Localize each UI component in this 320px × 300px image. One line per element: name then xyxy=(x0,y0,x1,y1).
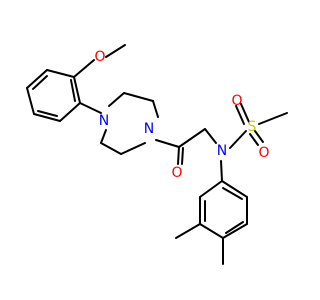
ring-bond xyxy=(33,113,61,122)
sulfonyl-oxygen-bottom-bond xyxy=(249,133,259,146)
nitrogen-sulfur-bond xyxy=(229,130,247,149)
piperazine-bond xyxy=(123,92,154,102)
sulfonyl-oxygen-top-label: O xyxy=(231,93,242,109)
ring-bond xyxy=(199,180,223,198)
sulfonyl-oxygen-top-bond xyxy=(235,105,245,125)
ring-methyl-left-bond xyxy=(175,223,201,239)
ring-inner-bond xyxy=(37,110,58,117)
sulfonyl-oxygen-bottom-double-bond xyxy=(254,130,264,143)
piperazine-bond xyxy=(100,129,107,144)
amide-bond xyxy=(155,139,180,148)
ring-bond xyxy=(59,102,81,122)
ring-bond xyxy=(46,69,75,78)
methoxy-oxygen-label: O xyxy=(94,49,105,65)
methylene-nitrogen-bond xyxy=(204,128,217,144)
sulfonamide-nitrogen-label: N xyxy=(217,143,227,159)
ring-inner-bond xyxy=(70,79,76,102)
ring-inner-bond xyxy=(225,221,244,234)
sulfonyl-oxygen-bottom-label: O xyxy=(258,145,269,161)
ring-bond xyxy=(199,223,224,239)
ring-bond xyxy=(26,87,35,115)
methoxy-methyl-bond xyxy=(105,44,126,58)
ring-bond xyxy=(73,76,81,104)
sulfur-methyl-bond xyxy=(258,112,288,125)
dimethylphenyl-ring xyxy=(199,180,248,239)
piperazine-bond xyxy=(120,142,146,155)
piperazine-nitrogen-aryl-label: N xyxy=(99,113,109,129)
molecule-structure: O N N O N S O O xyxy=(26,44,288,265)
ring-bond xyxy=(26,69,48,89)
nitrogen-aryl-bond xyxy=(220,160,223,182)
aryl-piperazine-bond xyxy=(79,102,102,114)
aryl-methoxy-bond xyxy=(73,59,95,78)
sulfur-label: S xyxy=(248,119,257,135)
piperazine-bond xyxy=(152,100,159,118)
carbonyl-double-bond xyxy=(181,147,184,165)
carbonyl-oxygen-label: O xyxy=(171,165,182,181)
carbonyl-bond xyxy=(177,146,180,165)
ring-bond xyxy=(221,180,248,198)
piperazine-bond xyxy=(108,92,125,107)
piperazine-ring xyxy=(100,92,159,155)
ring-bond xyxy=(222,223,248,239)
sulfonyl-oxygen-top-double-bond xyxy=(240,103,250,123)
ring-inner-bond xyxy=(32,75,48,90)
molecule-canvas: O N N O N S O O xyxy=(26,44,288,265)
methylene-bond xyxy=(178,128,206,148)
piperazine-bond xyxy=(100,142,122,155)
piperazine-nitrogen-amide-label: N xyxy=(144,121,154,137)
ring-inner-bond xyxy=(222,187,243,200)
methoxyphenyl-ring xyxy=(26,69,81,122)
